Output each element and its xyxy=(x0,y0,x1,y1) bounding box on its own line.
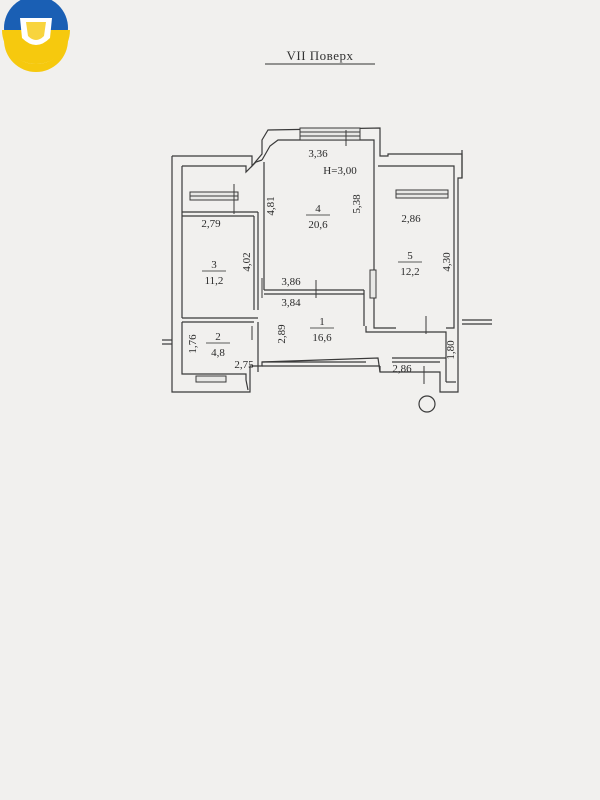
entrance-marker-icon xyxy=(418,395,436,413)
dim-2-79: 2,79 xyxy=(201,218,221,230)
dim-3-36: 3,36 xyxy=(308,148,328,160)
company-logo-icon xyxy=(2,0,70,72)
ceiling-height: Н=3,00 xyxy=(323,165,357,177)
room-1-label: 1 16,6 xyxy=(310,316,334,344)
room-3-label: 3 11,2 xyxy=(202,259,226,287)
windows xyxy=(189,127,449,383)
room-number: 2 xyxy=(215,331,221,343)
room-area: 4,8 xyxy=(211,347,225,359)
room-2-label: 2 4,8 xyxy=(206,331,230,359)
room-number: 1 xyxy=(319,316,325,328)
room-area: 12,2 xyxy=(400,266,419,278)
dim-1-76: 1,76 xyxy=(187,334,199,354)
page-title: VII Поверх xyxy=(286,48,353,63)
room-number: 5 xyxy=(407,250,413,262)
door-markers xyxy=(233,130,427,384)
dim-4-02: 4,02 xyxy=(241,252,253,271)
room-area: 16,6 xyxy=(312,332,332,344)
walls xyxy=(162,127,492,393)
room-number: 3 xyxy=(211,259,217,271)
room-number: 4 xyxy=(315,203,321,215)
dim-3-84: 3,84 xyxy=(281,297,301,309)
dim-2-86-top: 2,86 xyxy=(401,213,421,225)
room-5-label: 5 12,2 xyxy=(398,250,422,278)
room-4-label: 4 20,6 xyxy=(306,203,330,231)
dim-4-81: 4,81 xyxy=(265,196,277,215)
dim-5-38: 5,38 xyxy=(351,194,363,214)
room-area: 11,2 xyxy=(205,275,224,287)
dim-2-75: 2,75 xyxy=(234,359,254,371)
room-area: 20,6 xyxy=(308,219,328,231)
dim-1-80: 1,80 xyxy=(445,340,457,360)
dim-4-30: 4,30 xyxy=(441,252,453,272)
dim-2-89: 2,89 xyxy=(276,324,288,344)
dim-3-86: 3,86 xyxy=(281,276,301,288)
dim-2-86-bottom: 2,86 xyxy=(392,363,412,375)
